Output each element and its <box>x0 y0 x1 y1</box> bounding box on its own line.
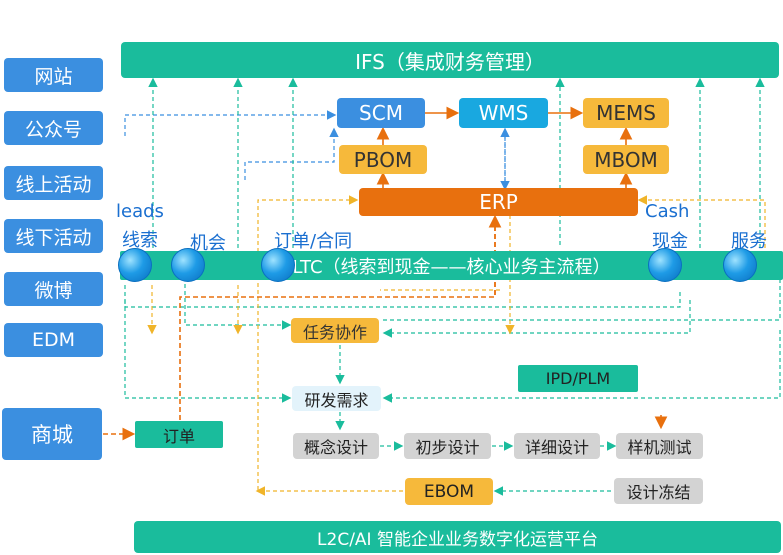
l2c-platform-bar: L2C/AI 智能企业业务数字化运营平台 <box>134 521 781 553</box>
pbom-box[interactable]: PBOM <box>339 145 427 174</box>
sidebar-item-weibo[interactable]: 微博 <box>4 272 103 306</box>
ltc-bar: LTC（线索到现金——核心业务主流程） <box>120 251 783 280</box>
rd-requirement-box[interactable]: 研发需求 <box>292 386 381 411</box>
concept-design-box[interactable]: 概念设计 <box>293 433 379 459</box>
order-node-icon[interactable] <box>261 248 295 282</box>
cash-node-icon[interactable] <box>648 248 682 282</box>
ltc-label-chance: 机会 <box>190 233 226 254</box>
ebom-box[interactable]: EBOM <box>405 478 493 505</box>
ltc-label-order: 订单/合同 <box>274 231 353 252</box>
service-node-icon[interactable] <box>723 248 757 282</box>
ltc-label-leads: leads <box>116 201 164 222</box>
ipd-plm-box[interactable]: IPD/PLM <box>518 365 638 392</box>
ltc-label-cash-cn: 现金 <box>652 231 688 252</box>
sidebar-item-official-account[interactable]: 公众号 <box>4 111 103 145</box>
prelim-design-box[interactable]: 初步设计 <box>404 433 491 459</box>
design-freeze-box[interactable]: 设计冻结 <box>614 478 703 504</box>
ltc-bar-label: LTC（线索到现金——核心业务主流程） <box>292 256 611 278</box>
erp-box[interactable]: ERP <box>359 188 638 216</box>
scm-box[interactable]: SCM <box>337 98 425 128</box>
mems-box[interactable]: MEMS <box>583 98 669 128</box>
ltc-label-cash: Cash <box>645 201 690 222</box>
mbom-box[interactable]: MBOM <box>583 145 669 174</box>
chance-node-icon[interactable] <box>171 248 205 282</box>
task-collab-box[interactable]: 任务协作 <box>291 318 379 343</box>
sidebar-item-offline-activity[interactable]: 线下活动 <box>4 219 103 253</box>
sidebar-item-edm[interactable]: EDM <box>4 323 103 357</box>
prototype-test-box[interactable]: 样机测试 <box>616 433 703 459</box>
wms-box[interactable]: WMS <box>459 98 548 128</box>
ifs-bar: IFS（集成财务管理） <box>121 42 779 78</box>
ltc-label-service: 服务 <box>731 231 767 252</box>
mall-order-box[interactable]: 订单 <box>135 421 223 448</box>
ltc-label-clue: 线索 <box>122 230 158 251</box>
detail-design-box[interactable]: 详细设计 <box>514 433 600 459</box>
leads-node-icon[interactable] <box>118 248 152 282</box>
sidebar-item-mall[interactable]: 商城 <box>2 408 102 460</box>
sidebar-item-website[interactable]: 网站 <box>4 58 103 92</box>
sidebar-item-online-activity[interactable]: 线上活动 <box>4 166 103 200</box>
